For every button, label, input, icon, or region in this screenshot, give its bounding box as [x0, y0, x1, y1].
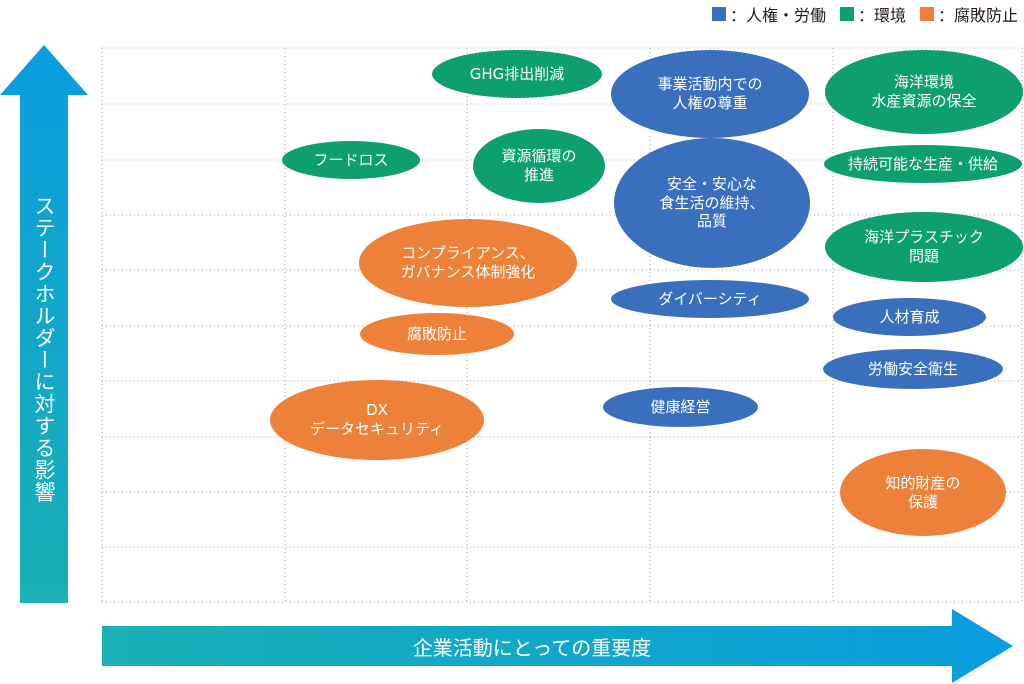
x-axis-arrow [102, 609, 1013, 683]
legend-label: ：腐敗防止 [937, 6, 1018, 25]
legend-item-human-rights: ：人権・労働 [711, 2, 826, 26]
bubble-marine-plastic: 海洋プラスチック 問題 [825, 212, 1023, 282]
x-axis-label: 企業活動にとっての重要度 [412, 635, 652, 660]
legend-label: ：人権・労働 [729, 6, 826, 25]
y-axis-label: ステークホルダーに対する影響 [32, 195, 56, 503]
legend-label: ：環境 [857, 6, 906, 25]
bubble-compliance-governance: コンプライアンス、 ガバナンス体制強化 [359, 219, 577, 307]
bubble-marine-environment: 海洋環境 水産資源の保全 [825, 50, 1023, 134]
y-axis-arrow [0, 45, 88, 603]
legend: ：人権・労働 ：環境 ：腐敗防止 [711, 2, 1018, 26]
bubble-sustainable-supply: 持続可能な生産・供給 [824, 145, 1022, 183]
bubble-health-management: 健康経営 [603, 387, 758, 427]
bubble-resource-circulation: 資源循環の 推進 [473, 129, 605, 203]
legend-swatch-orange [919, 7, 934, 21]
bubble-food-safety-quality: 安全・安心な 食生活の維持、 品質 [614, 138, 810, 268]
legend-swatch-green [839, 7, 854, 21]
bubble-diversity: ダイバーシティ [611, 280, 809, 318]
legend-swatch-blue [711, 7, 726, 21]
bubble-dx-data-security: DX データセキュリティ [270, 380, 484, 460]
legend-item-anti-corruption: ：腐敗防止 [919, 2, 1018, 26]
legend-item-environment: ：環境 [839, 2, 906, 26]
bubble-talent-development: 人材育成 [833, 298, 986, 336]
bubble-food-loss: フードロス [282, 141, 420, 179]
bubble-ghg-reduction: GHG排出削減 [432, 50, 602, 98]
bubble-human-rights-respect: 事業活動内での 人権の尊重 [611, 50, 809, 138]
bubble-occupational-safety: 労働安全衛生 [823, 349, 1003, 389]
bubble-intellectual-property: 知的財産の 保護 [840, 449, 1006, 536]
bubble-anti-corruption: 腐敗防止 [360, 313, 514, 355]
